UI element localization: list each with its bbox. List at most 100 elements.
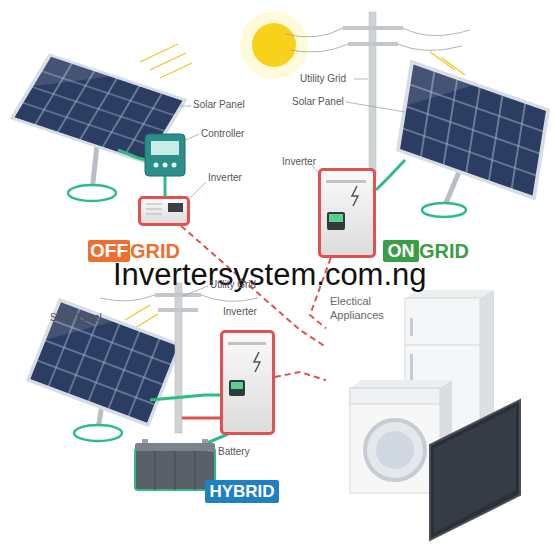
inverter-vent [146,209,162,210]
washer-controls [350,388,440,404]
sun [240,11,308,79]
sun-ray [160,63,192,78]
inverter-vent [146,204,162,205]
controller-button [154,163,159,168]
badge-text: GRID [419,240,483,262]
pole-shaft [369,12,376,180]
component-label: Electical Appliances [330,294,400,322]
component-label: Solar Panel [193,99,263,111]
grid-wire [285,28,343,37]
grid-wire [201,295,258,301]
dc-wire [376,160,405,190]
solar-panel [398,62,548,198]
badge-text: ON [383,240,419,262]
controller-display [151,141,179,155]
component-label: Utility Grid [300,73,360,85]
grid-badge: ONGRID [383,240,419,262]
charge-controller [145,134,185,176]
component-label: Inverter [208,172,268,184]
panel-base [68,185,116,201]
grid-wire [290,44,348,52]
leader-line [190,182,206,198]
sun-ray [150,53,186,70]
washer-door [365,420,425,480]
tv-frame [430,400,520,540]
battery-terminal [202,439,208,443]
grid-wire [100,295,155,301]
sun-ray [125,305,150,320]
leader-line [346,102,405,112]
inverter-box: Inverter [138,196,190,226]
inverter-vent [146,214,162,215]
fridge-handle [410,318,413,336]
component-label: Solar Panel [292,96,352,108]
leader-lines [80,286,215,451]
sun-ray [135,314,158,328]
washer-glass [376,431,414,469]
component-label: Inverter [223,306,283,318]
battery [135,439,215,490]
battery-cell-divider [195,451,196,490]
grid-badge: HYBRID [205,480,279,503]
leader-lines [310,79,405,172]
power-link [310,258,331,328]
badge-text: OFF [88,240,130,262]
battery-cell-divider [155,451,156,490]
controller-button [172,163,177,168]
panel-base [422,203,466,217]
dc-wire [164,176,167,197]
inverter-display [168,203,183,212]
controller-body [145,134,185,176]
fridge-divider [405,345,480,346]
badge-text: GRID [130,240,194,262]
television [430,400,520,540]
pole-shaft [175,283,182,433]
pole-crossbar [343,26,403,30]
inverter-brand-strip [326,180,366,183]
component-label: Inverter [268,156,316,168]
solar-panel [12,55,185,163]
inverter-box: Inverter [318,168,376,258]
pole-crossbar [348,42,398,46]
lightning-symbol [254,352,260,372]
washer-top [350,380,452,388]
leader-lines [180,106,206,198]
lightning-symbol [352,186,358,206]
component-label: Battery [218,446,278,458]
badge-text: HYBRID [205,480,279,503]
leader-line [208,451,215,452]
grid-badge: OFFGRID [88,240,130,262]
leader-line [180,106,191,107]
washer-front [350,388,440,493]
sun-ray [430,52,455,70]
battery-top [135,443,215,451]
battery-body [135,448,215,490]
battery-terminal [142,439,148,443]
component-label: Controller [201,128,271,140]
fridge-top [405,290,494,298]
leader-line [80,318,95,326]
appliance-group: Electical Appliances [326,292,526,532]
inverter-brand-strip [228,342,266,345]
inverter-display [327,212,345,230]
tv-screen [434,407,516,533]
power-link [181,226,326,347]
leader-line [183,286,208,296]
leader-line [354,79,368,80]
grid-wire [403,28,470,36]
grid-wire [182,417,222,420]
power-link [275,372,326,380]
pole-crossbar [158,308,198,312]
inverter-display [229,380,245,396]
component-label: Solar Panel [50,312,120,324]
component-label: Utility Grid [210,279,280,291]
grid-wire [398,44,462,51]
panel-base [74,425,122,441]
inverter-details [146,180,366,396]
battery-cell-divider [175,451,176,490]
inverter-box: Inverter [220,330,275,435]
sun-disc [252,23,296,67]
fridge-handle [410,354,413,380]
pole-crossbar [155,293,201,297]
dc-wire [118,150,146,160]
